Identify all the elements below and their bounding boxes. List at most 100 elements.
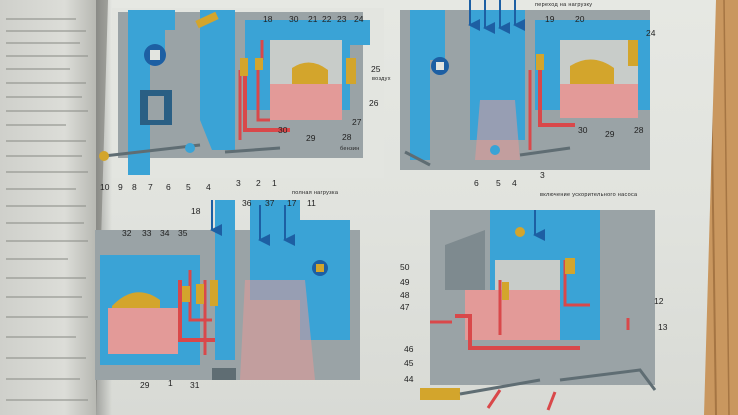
label-3: 3 [236,178,241,188]
label-20: 20 [575,14,585,24]
text-line [6,357,86,359]
label-5: 5 [186,182,191,192]
air-channel [300,220,350,340]
air-channel [215,200,235,360]
label-2: 2 [256,178,261,188]
text-line [6,110,88,112]
label-49: 49 [400,277,410,287]
caption-transition: переход на нагрузку [535,2,592,8]
caption-full-load: полная нагрузка [292,190,339,196]
label-21: 21 [308,14,318,24]
label-11: 11 [307,198,316,208]
label-26: 26 [369,98,379,108]
pump-housing [445,230,485,290]
label-32: 32 [122,228,132,238]
text-line [6,30,86,32]
label-5b: 5 [496,178,501,188]
label-1: 1 [272,178,277,188]
text-line [6,205,86,207]
fuel-mist [475,100,520,160]
text-line [6,399,88,401]
text-line [6,277,86,279]
label-18b: 18 [191,206,201,216]
left-page [0,0,108,415]
label-47: 47 [400,302,410,312]
text-line [6,42,80,44]
text-line [6,124,66,126]
fuel-level [270,84,342,120]
label-24b: 24 [646,28,656,38]
label-35: 35 [178,228,188,238]
label-18: 18 [263,14,273,24]
label-50: 50 [400,262,410,272]
label-44: 44 [404,374,414,384]
label-9: 9 [118,182,123,192]
label-8: 8 [132,182,137,192]
float [112,292,160,308]
label-7: 7 [148,182,153,192]
label-23: 23 [337,14,347,24]
label-48: 48 [400,290,410,300]
fuel-level [108,308,178,354]
label-6: 6 [166,182,171,192]
text-line [6,316,88,318]
diagram-transition: переход на нагрузку 19 20 24 30 29 28 6 … [400,0,656,188]
text-line [6,240,88,242]
label-30b: 30 [278,125,288,135]
label-27: 27 [352,117,362,127]
fuel-mist [240,280,315,380]
label-29b: 29 [605,129,615,139]
label-45: 45 [404,358,414,368]
text-line [6,18,76,20]
fuel-level [465,290,560,340]
label-25: 25 [371,64,381,74]
label-28b: 28 [634,125,644,135]
text-line [6,222,84,224]
text-line [6,378,80,380]
text-line [6,258,68,260]
text-line [6,82,86,84]
caption-fuel: бензин [340,146,360,152]
label-29c: 29 [140,380,150,390]
label-46: 46 [404,344,414,354]
label-33: 33 [142,228,152,238]
caption-air: воздух [372,76,391,82]
label-4b: 4 [512,178,517,188]
text-line [6,140,86,142]
label-22: 22 [322,14,332,24]
text-line [6,155,82,157]
label-12: 12 [654,296,664,306]
text-line [6,55,88,57]
text-line [6,336,76,338]
air-channel [250,200,300,300]
label-28: 28 [342,132,352,142]
label-6b: 6 [474,178,479,188]
label-37: 37 [265,198,275,208]
caption-accelerator-pump: включение ускорительного насоса [540,192,638,198]
text-line [6,171,88,173]
label-19: 19 [545,14,555,24]
text-line [6,68,70,70]
label-34: 34 [160,228,170,238]
diagram-idle: 18 30 21 22 23 24 25 воздух 26 27 28 бен… [99,8,391,192]
air-channel [410,10,445,160]
label-24: 24 [354,14,364,24]
air-channel [200,10,235,150]
label-10: 10 [100,182,110,192]
diagram-accelerator-pump: включение ускорительного насоса 50 49 48… [400,192,668,411]
text-line [6,96,82,98]
float [570,59,614,84]
label-17: 17 [287,198,297,208]
label-4: 4 [206,182,211,192]
label-31: 31 [190,380,200,390]
label-29: 29 [306,133,316,143]
text-line [6,188,76,190]
label-3b: 3 [540,170,545,180]
label-30: 30 [289,14,299,24]
text-line [6,296,82,298]
label-30c: 30 [578,125,588,135]
diagram-full-load: полная нагрузка 18 36 37 17 11 32 33 34 … [95,190,360,390]
label-13: 13 [658,322,668,332]
label-1b: 1 [168,378,173,388]
